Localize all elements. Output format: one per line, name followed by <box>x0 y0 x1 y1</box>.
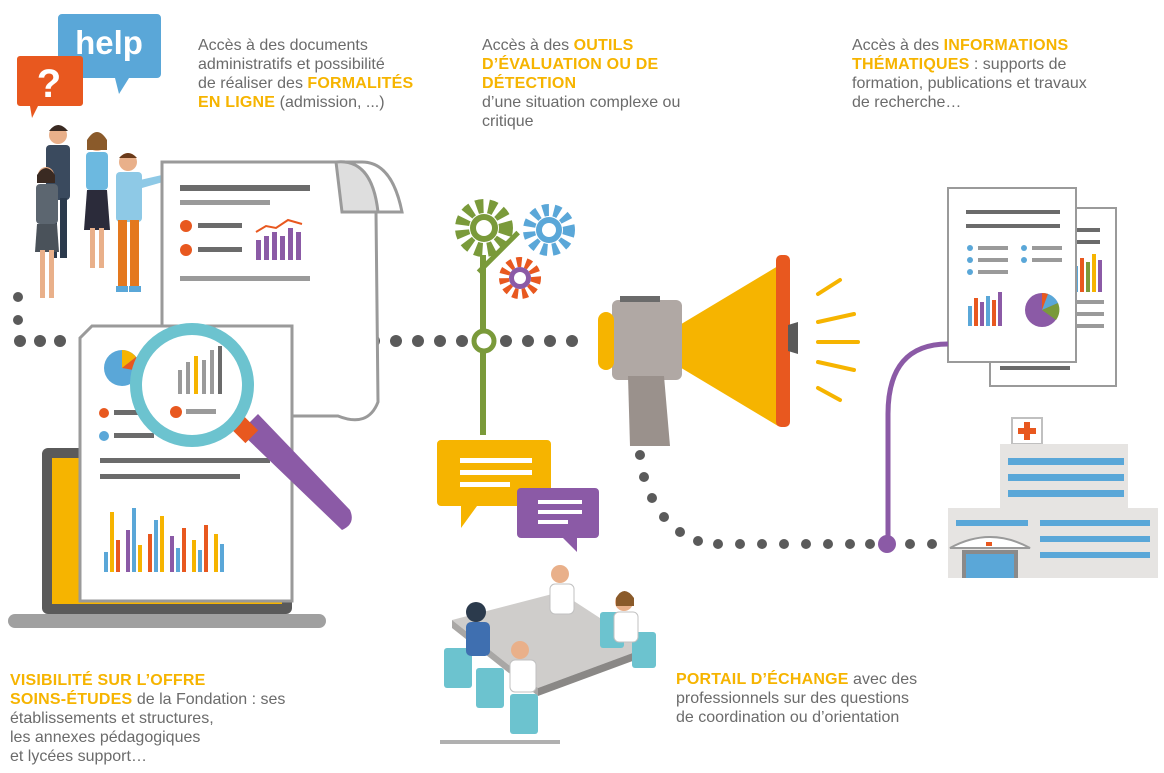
infos-line-1: Accès à des INFORMATIONS <box>852 36 1152 55</box>
evaluation-highlight: D’ÉVALUATION OU DE DÉTECTION <box>482 56 659 92</box>
thematiques-highlight: THÉMATIQUES <box>852 56 970 73</box>
gears-icon <box>455 199 575 435</box>
visibilite-line-2-text: de la Fondation : ses <box>132 691 286 708</box>
visibilite-highlight: VISIBILITÉ SUR L’OFFRE <box>10 672 206 689</box>
informations-description: Accès à des INFORMATIONS THÉMATIQUES : s… <box>852 36 1152 112</box>
informations-highlight: INFORMATIONS <box>943 37 1069 54</box>
magnifier-icon <box>130 323 352 530</box>
outils-highlight: OUTILS <box>573 37 634 54</box>
people-group-icon <box>35 125 177 298</box>
visibilite-description: VISIBILITÉ SUR L’OFFRE SOINS-ÉTUDES de l… <box>10 671 330 766</box>
soins-etudes-highlight: SOINS-ÉTUDES <box>10 691 133 708</box>
outils-line-4: critique <box>482 113 534 130</box>
megaphone-icon <box>598 255 860 446</box>
documents-line-2: administratifs et possibilité <box>198 56 385 73</box>
help-bubble-icon: help <box>58 14 161 94</box>
documents-line-1: Accès à des documents <box>198 37 368 54</box>
infos-line-2: THÉMATIQUES : supports de <box>852 55 1152 74</box>
visibilite-line-2: SOINS-ÉTUDES de la Fondation : ses <box>10 690 330 709</box>
visibilite-line-3: établissements et structures, <box>10 710 214 727</box>
outils-line-3: d’une situation complexe ou <box>482 94 681 111</box>
documents-stack-icon <box>947 187 1117 387</box>
help-label: help <box>75 24 143 61</box>
documents-line-4: EN LIGNE (admission, ...) <box>198 93 448 112</box>
infos-line-2-text: : supports de <box>969 56 1067 73</box>
question-mark: ? <box>37 62 61 106</box>
portail-line-2: professionnels sur des questions <box>676 690 910 707</box>
meeting-table-icon <box>440 565 656 744</box>
infos-line-1-text: Accès à des <box>852 37 944 54</box>
visibilite-line-5: et lycées support… <box>10 748 147 765</box>
portail-highlight: PORTAIL D’ÉCHANGE <box>676 671 849 688</box>
chat-bubbles-icon <box>437 440 599 552</box>
documents-line-4-text: (admission, ...) <box>275 94 385 111</box>
outils-description: Accès à des OUTILS D’ÉVALUATION OU DE DÉ… <box>482 36 752 131</box>
purple-connector <box>878 341 949 553</box>
en-ligne-highlight: EN LIGNE <box>198 94 276 111</box>
outils-line-1: Accès à des OUTILS <box>482 36 752 55</box>
question-bubble-icon: ? <box>17 56 83 118</box>
dotted-connector-lower <box>635 450 937 549</box>
portail-line-1-text: avec des <box>848 671 918 688</box>
outils-line-1-text: Accès à des <box>482 37 574 54</box>
infos-line-3: formation, publications et travaux <box>852 75 1087 92</box>
documents-line-3-text: de réaliser des <box>198 75 308 92</box>
portail-line-1: PORTAIL D’ÉCHANGE avec des <box>676 670 976 689</box>
visibilite-line-4: les annexes pédagogiques <box>10 729 201 746</box>
portail-description: PORTAIL D’ÉCHANGE avec des professionnel… <box>676 670 976 727</box>
documents-line-3: de réaliser des FORMALITÉS <box>198 74 448 93</box>
hospital-icon <box>948 417 1158 578</box>
documents-description: Accès à des documents administratifs et … <box>198 36 448 112</box>
formalites-highlight: FORMALITÉS <box>307 75 414 92</box>
infos-line-4: de recherche… <box>852 94 962 111</box>
portail-line-3: de coordination ou d’orientation <box>676 709 900 726</box>
